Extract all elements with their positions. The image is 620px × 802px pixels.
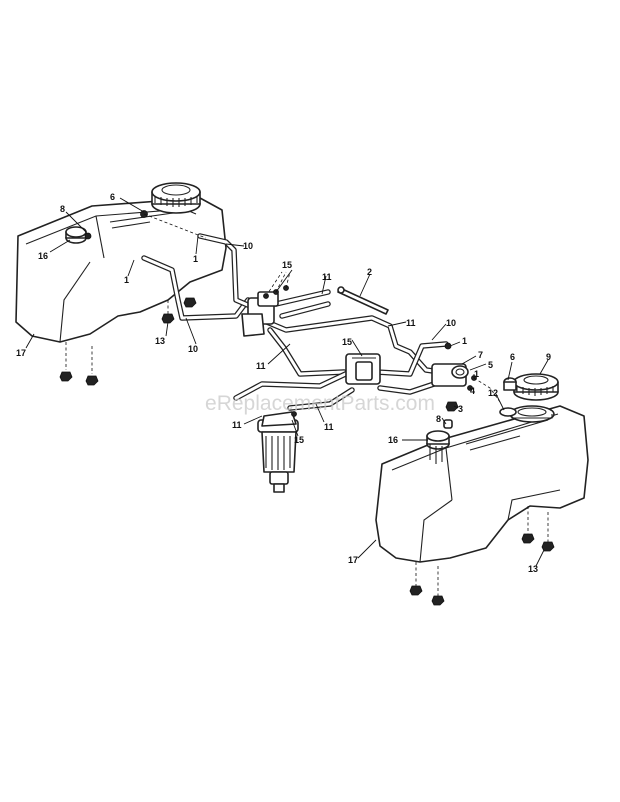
right-fuel-tank (375, 405, 589, 563)
callout-6-left: 6 (110, 192, 115, 202)
callout-1-left-a: 1 (124, 275, 129, 285)
bolt-icon (59, 371, 73, 382)
tie-strap (337, 286, 389, 315)
bolt-icon (161, 313, 175, 324)
watermark: eReplacementParts.com (205, 392, 435, 415)
left-tank-bolts (59, 297, 197, 386)
callout-13-left: 13 (155, 336, 165, 346)
right-fuel-gauge (426, 419, 453, 464)
inline-fuel-filter (257, 411, 299, 493)
callout-11-top: 11 (322, 272, 332, 282)
bolt-icon (541, 541, 555, 552)
callout-labels: 8 6 16 1 1 10 15 11 2 13 10 17 11 10 11 … (16, 192, 551, 574)
left-fuel-cap (151, 182, 201, 214)
callout-7: 7 (478, 350, 483, 360)
bolt-icon (521, 533, 535, 544)
bolt-icon (409, 585, 423, 596)
callout-3: 3 (458, 404, 463, 414)
callout-5: 5 (488, 360, 493, 370)
callout-11-low-right: 11 (324, 422, 334, 432)
right-vent-fitting (499, 377, 517, 417)
callout-16-left: 16 (38, 251, 48, 261)
right-cap-gasket (509, 405, 555, 423)
upper-fuel-valve-assembly (241, 271, 291, 337)
right-valve-cluster (431, 342, 501, 412)
left-fuel-gauge (65, 210, 148, 244)
callout-10-top: 10 (243, 241, 253, 251)
callout-9: 9 (546, 352, 551, 362)
callout-15-top: 15 (282, 260, 292, 270)
callout-17-right: 17 (348, 555, 358, 565)
bolt-icon (431, 595, 445, 606)
callout-10-right: 10 (446, 318, 456, 328)
callout-1-right-a: 1 (462, 336, 467, 346)
left-fuel-tank (15, 197, 227, 343)
callout-10-left: 10 (188, 344, 198, 354)
callout-12: 12 (488, 388, 498, 398)
callout-6-right: 6 (510, 352, 515, 362)
right-fuel-cap (513, 373, 559, 401)
callout-16-right: 16 (388, 435, 398, 445)
callout-1-left-b: 1 (193, 254, 198, 264)
callout-11-center: 11 (406, 318, 416, 328)
callout-8-left: 8 (60, 204, 65, 214)
callout-2: 2 (367, 267, 372, 277)
right-tank-bolts (409, 506, 555, 606)
callout-15-center: 15 (342, 337, 352, 347)
callout-13-right: 13 (528, 564, 538, 574)
callout-11-mid: 11 (256, 361, 266, 371)
callout-15-low: 15 (294, 435, 304, 445)
bolt-icon (183, 297, 197, 308)
callout-4: 4 (470, 386, 475, 396)
bolt-icon (85, 375, 99, 386)
callout-8-right: 8 (436, 414, 441, 424)
callout-1-right-b: 1 (474, 369, 479, 379)
leader-lines (25, 197, 549, 567)
callout-17-left: 17 (16, 348, 26, 358)
center-selector-valve (345, 353, 381, 385)
callout-11-low-left: 11 (232, 420, 242, 430)
